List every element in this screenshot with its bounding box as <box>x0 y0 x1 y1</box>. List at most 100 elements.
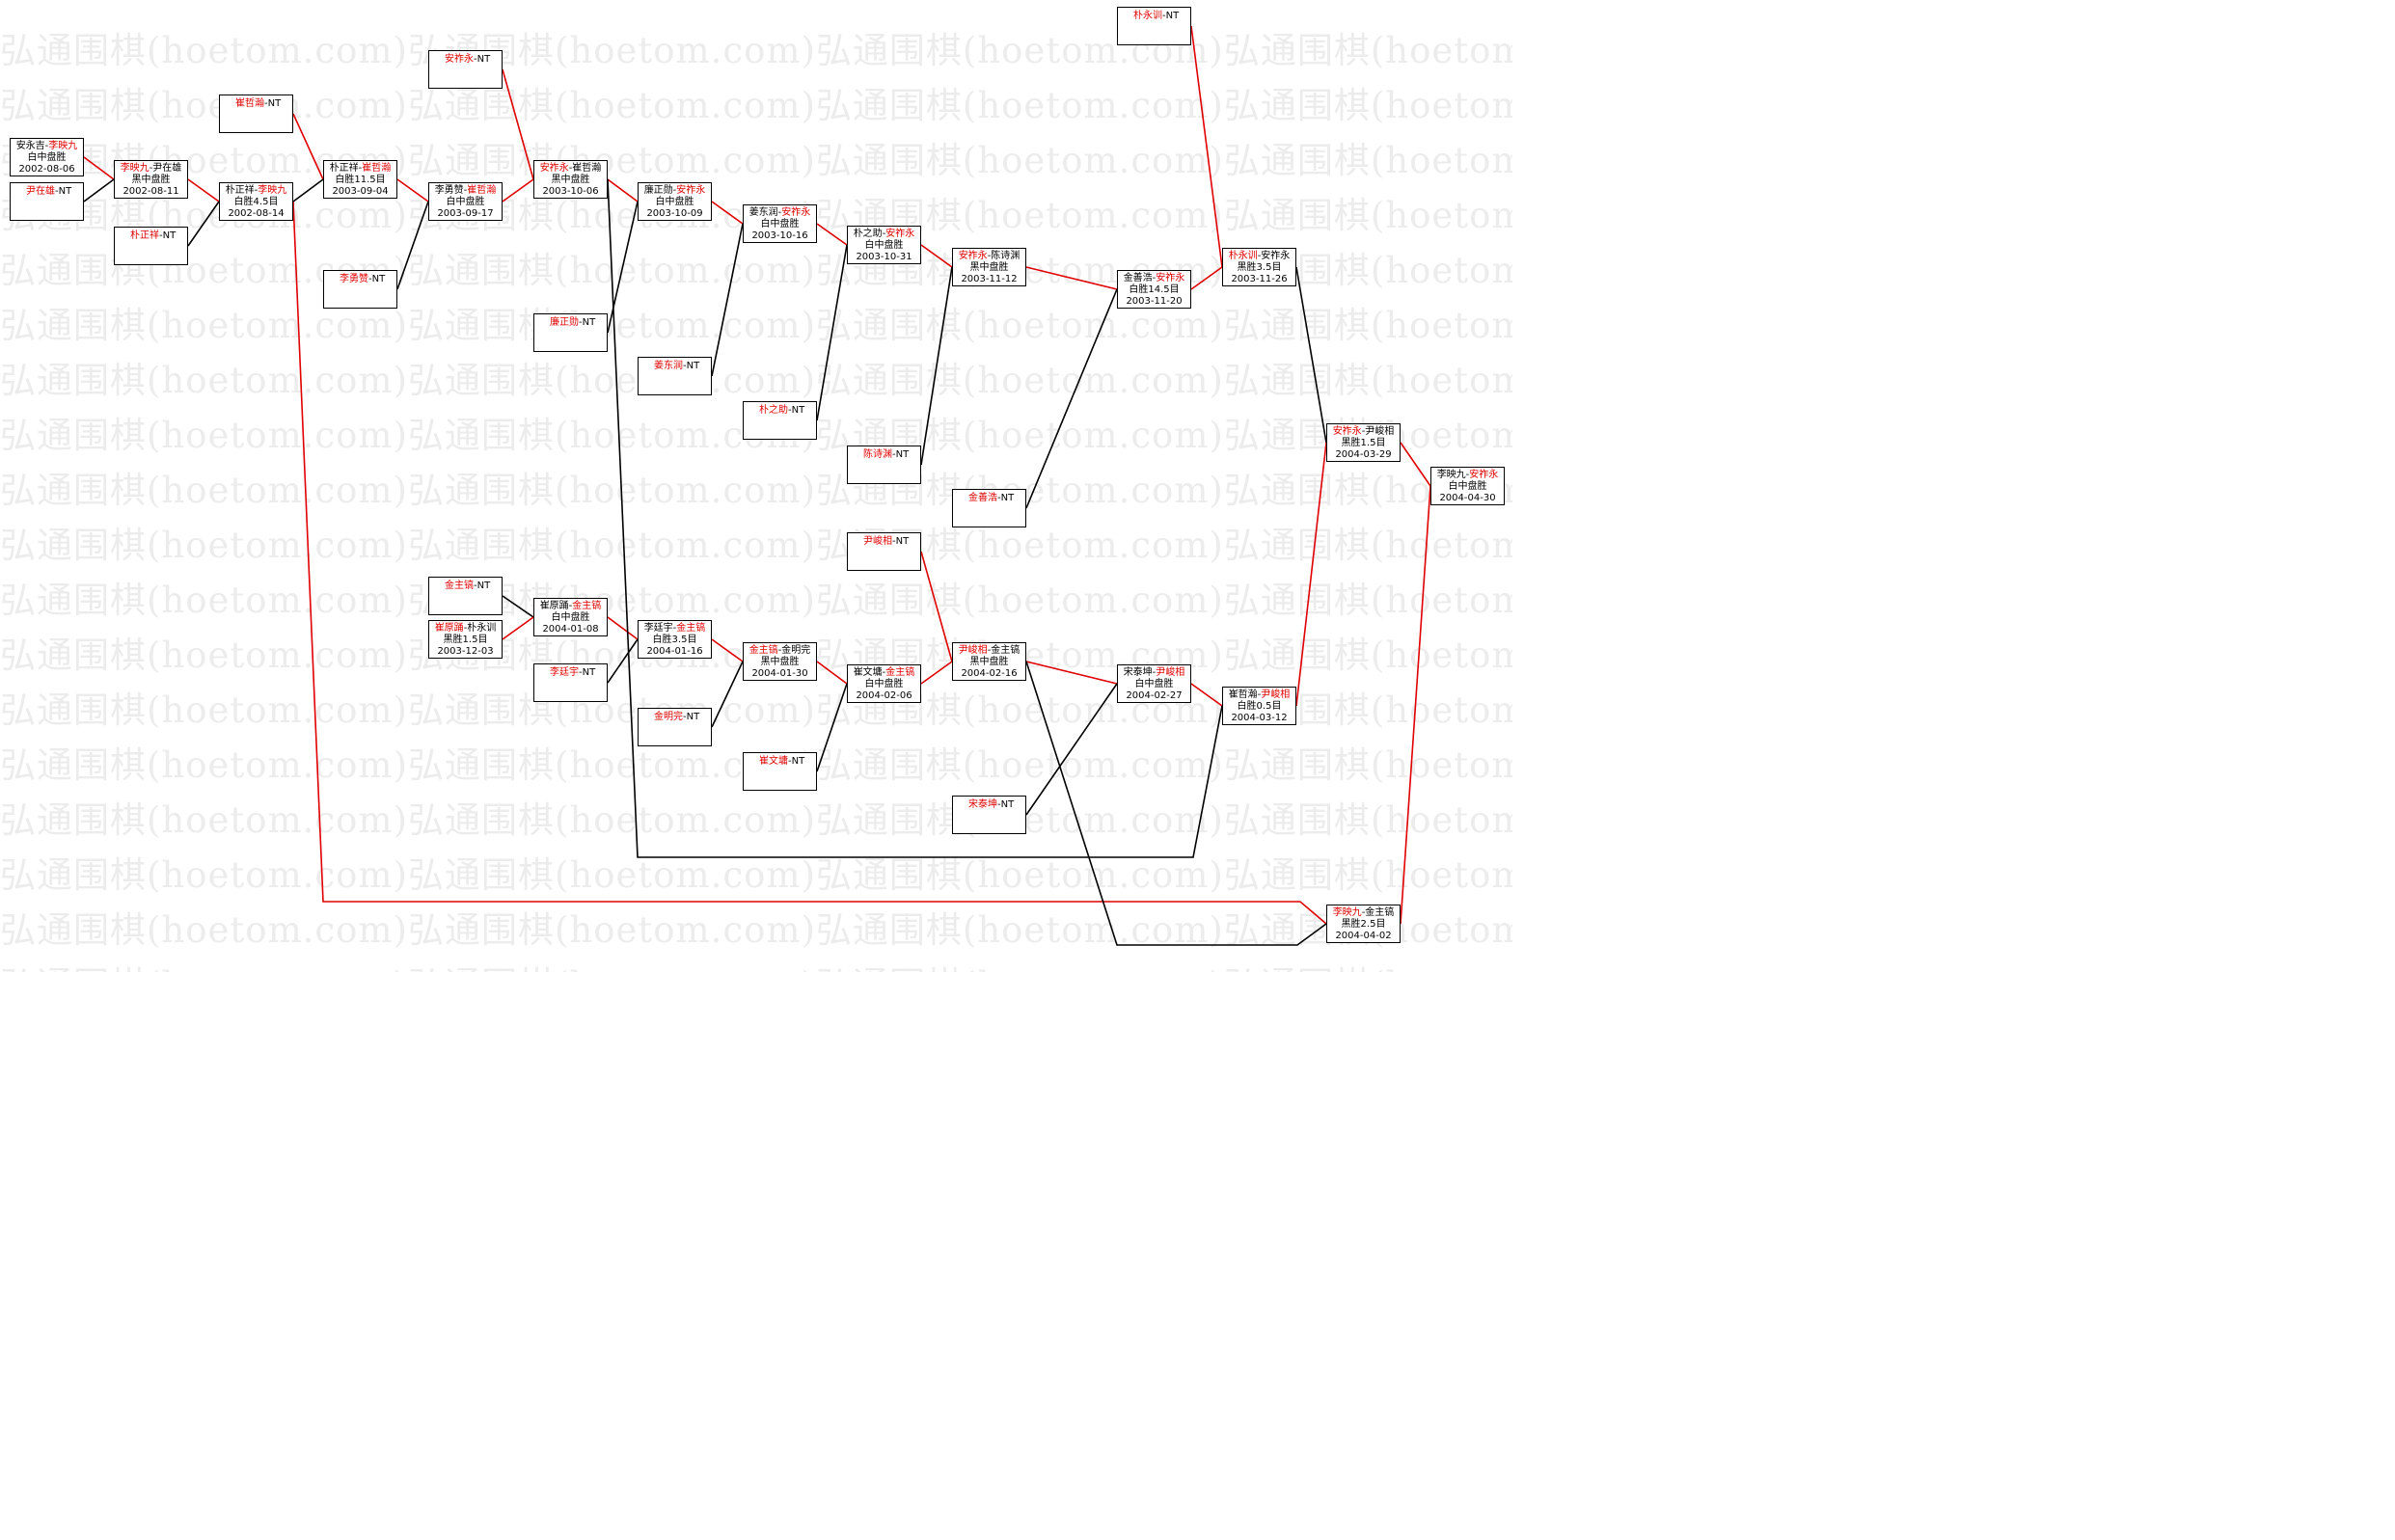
players-line: 李映九-尹在雄 <box>115 163 187 175</box>
player-entry-node: 廉正勋-NT <box>533 313 608 352</box>
game-date: 2004-01-16 <box>646 646 703 657</box>
game-date: 2002-08-14 <box>228 208 285 219</box>
player-entry-node: 朴之助-NT <box>743 401 817 440</box>
game-date: 2003-11-20 <box>1126 296 1183 307</box>
winner-name: 金主镐 <box>748 645 778 656</box>
player-name: 李勇赞- <box>434 185 468 196</box>
winner-name: 姜东润 <box>654 361 683 371</box>
bracket-connector <box>292 201 1327 925</box>
winner-name: 安祚永 <box>1332 426 1362 437</box>
player-entry-node: 崔文墉-NT <box>743 752 817 791</box>
game-date: 2004-03-29 <box>1335 449 1392 460</box>
player-name: 崔文墉- <box>853 667 886 678</box>
nt-label: -NT <box>892 536 910 547</box>
bracket-connector <box>1190 266 1223 290</box>
game-result: 黑胜2.5目 <box>1341 919 1386 930</box>
winner-name: 李勇赞 <box>340 274 368 284</box>
game-date: 2003-10-06 <box>542 186 599 197</box>
players-line: 金善浩-安祚永 <box>1118 273 1190 284</box>
players-line: 崔文墉-NT <box>759 756 816 768</box>
player-name: -崔哲瀚 <box>568 163 602 174</box>
players-line: 金善浩-NT <box>968 493 1025 504</box>
player-name: 安永吉- <box>15 141 49 151</box>
players-line: 崔文墉-金主镐 <box>848 667 920 679</box>
bracket-connector <box>711 201 744 225</box>
game-result: 黑中盘胜 <box>131 175 171 185</box>
watermark-row: 弘通围棋(hoetom.com)弘通围棋(hoetom.com)弘通围棋(hoe… <box>0 956 1512 972</box>
winner-name: 金主镐 <box>676 623 706 634</box>
watermark-row: 弘通围棋(hoetom.com)弘通围棋(hoetom.com)弘通围棋(hoe… <box>0 30 1512 71</box>
players-line: 姜东润-安祚永 <box>744 207 816 219</box>
player-name: 李映九- <box>1436 470 1470 480</box>
players-line: 李映九-安祚永 <box>1431 470 1504 481</box>
bracket-connector <box>1400 442 1431 487</box>
game-date: 2003-10-16 <box>751 230 808 241</box>
game-date: 2002-08-11 <box>122 186 179 197</box>
player-entry-node: 李廷宇-NT <box>533 663 608 702</box>
players-line: 崔哲瀚-NT <box>235 98 292 110</box>
players-line: 朴之助-安祚永 <box>848 229 920 240</box>
players-line: 李映九-金主镐 <box>1327 907 1400 919</box>
bracket-connector <box>83 178 115 203</box>
players-line: 崔哲瀚-尹峻相 <box>1223 689 1295 701</box>
player-entry-node: 姜东润-NT <box>638 357 712 395</box>
watermark-row: 弘通围棋(hoetom.com)弘通围棋(hoetom.com)弘通围棋(hoe… <box>0 580 1512 621</box>
nt-label: -NT <box>683 712 700 722</box>
nt-label: -NT <box>683 361 700 371</box>
game-date: 2004-02-27 <box>1126 690 1183 701</box>
bracket-connector <box>711 638 744 662</box>
player-name: 朴正祥- <box>329 163 363 174</box>
players-line: 安祚永-NT <box>445 54 502 66</box>
players-line: 金明完-NT <box>654 712 711 723</box>
winner-name: 安祚永 <box>1156 273 1185 284</box>
winner-name: 安祚永 <box>885 229 915 239</box>
bracket-connector <box>396 201 429 290</box>
game-result: 白中盘胜 <box>551 612 590 623</box>
winner-name: 李廷宇 <box>550 667 579 678</box>
player-name: 朴正祥- <box>225 185 259 196</box>
watermark-row: 弘通围棋(hoetom.com)弘通围棋(hoetom.com)弘通围棋(hoe… <box>0 470 1512 511</box>
player-name: -尹在雄 <box>149 163 182 174</box>
bracket-connector <box>1025 288 1118 509</box>
bracket-connector <box>83 156 115 180</box>
player-entry-node: 陈诗渊-NT <box>847 446 921 484</box>
game-result: 白胜4.5目 <box>233 197 279 207</box>
winner-name: 朴正祥 <box>130 230 159 241</box>
watermark-row: 弘通围棋(hoetom.com)弘通围棋(hoetom.com)弘通围棋(hoe… <box>0 360 1512 401</box>
bracket-connector <box>187 201 220 247</box>
winner-name: 李映九 <box>120 163 150 174</box>
winner-name: 金明完 <box>654 712 683 722</box>
winner-name: 朴永训 <box>1228 251 1258 261</box>
players-line: 李廷宇-金主镐 <box>639 623 711 635</box>
players-line: 崔原踊-朴永训 <box>429 623 502 635</box>
player-name: -陈诗渊 <box>987 251 1021 261</box>
winner-name: 尹峻相 <box>1156 667 1185 678</box>
players-line: 崔原踊-金主镐 <box>534 601 607 612</box>
player-entry-node: 宋泰坤-NT <box>952 796 1026 834</box>
players-line: 廉正勋-安祚永 <box>639 185 711 197</box>
player-entry-node: 朴永训-NT <box>1117 7 1191 45</box>
players-line: 朴正祥-崔哲瀚 <box>324 163 396 175</box>
watermark-row: 弘通围棋(hoetom.com)弘通围棋(hoetom.com)弘通围棋(hoe… <box>0 525 1512 566</box>
game-date: 2003-11-12 <box>961 274 1018 284</box>
players-line: 安永吉-李映九 <box>11 141 83 152</box>
players-line: 李勇赞-崔哲瀚 <box>429 185 502 197</box>
player-name: -安祚永 <box>1257 251 1291 261</box>
players-line: 陈诗渊-NT <box>863 449 920 461</box>
winner-name: 尹峻相 <box>1261 689 1291 700</box>
bracket-connector <box>607 616 639 640</box>
player-name: 崔哲瀚- <box>1228 689 1262 700</box>
players-line: 尹峻相-金主镐 <box>953 645 1025 657</box>
bracket-connector <box>1190 25 1223 268</box>
winner-name: 崔文墉 <box>759 756 788 767</box>
winner-name: 安祚永 <box>539 163 569 174</box>
